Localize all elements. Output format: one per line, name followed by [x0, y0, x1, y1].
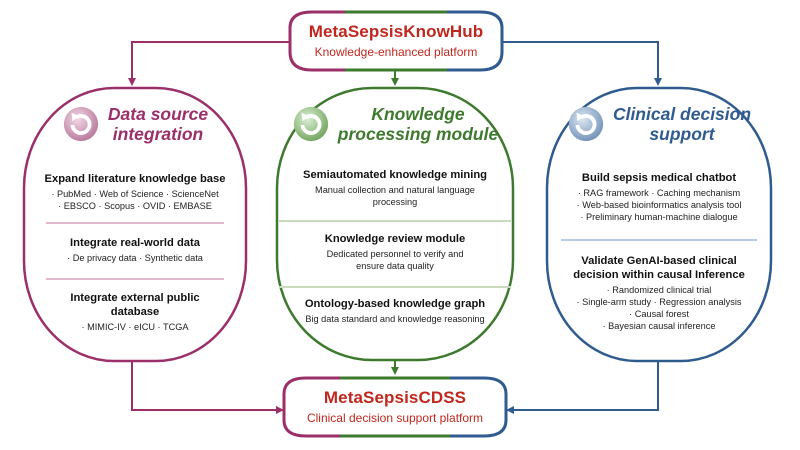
arrow-hub-to-right-panel — [502, 41, 662, 86]
section-title: Build sepsis medical chatbot — [581, 172, 737, 184]
section-title: Integrate real-world data — [70, 237, 200, 249]
clinical-decision-panel: Clinical decision support Build sepsis m… — [547, 88, 771, 361]
section-text: · Single-arm study · Regression analysis — [576, 297, 742, 307]
data-source-title-line2: integration — [112, 124, 204, 144]
section-title: Semiautomated knowledge mining — [303, 169, 487, 181]
section-text: · De privacy data · Synthetic data — [67, 253, 203, 263]
knowledge-processing-title-line2: processing module — [337, 124, 499, 144]
section-text: ensure data quality — [356, 261, 434, 271]
section-title: Ontology-based knowledge graph — [304, 298, 486, 310]
section-text: · MIMIC-IV · eICU · TCGA — [81, 322, 189, 332]
section-text: Manual collection and natural language — [315, 185, 475, 195]
clinical-decision-title-line1: Clinical decision — [612, 104, 752, 124]
public-database-section: Integrate external public database · MIM… — [24, 291, 246, 333]
data-source-title-line1: Data source — [107, 104, 209, 124]
clinical-decision-header: Clinical decision support — [547, 104, 771, 144]
cycle-arrow-icon — [63, 106, 99, 142]
cdss-subtitle: Clinical decision support platform — [306, 411, 484, 425]
bottom-hub-bracket-right — [483, 376, 508, 438]
knowledge-mining-section: Semiautomated knowledge mining Manual co… — [277, 168, 513, 208]
data-source-header: Data source integration — [24, 104, 246, 144]
section-title: Expand literature knowledge base — [44, 173, 226, 185]
section-text: · RAG framework · Caching mechanism — [577, 188, 741, 198]
knowledge-processing-title-line1: Knowledge — [371, 104, 465, 124]
right-panel-outline — [545, 86, 773, 363]
cycle-arrow-icon — [568, 106, 604, 142]
knowledge-processing-header: Knowledge processing module — [277, 104, 513, 144]
section-text: Dedicated personnel to verify and — [326, 249, 464, 259]
knowledge-processing-panel: Knowledge processing module Semiautomate… — [277, 88, 513, 360]
section-text: processing — [372, 197, 418, 207]
clinical-decision-title-line2: support — [649, 124, 715, 144]
divider — [279, 220, 511, 222]
chatbot-section: Build sepsis medical chatbot · RAG frame… — [547, 171, 771, 223]
arrow-right-panel-to-cdss — [506, 362, 659, 414]
knowhub-box: MetaSepsisKnowHub Knowledge-enhanced pla… — [300, 22, 492, 59]
knowhub-title: MetaSepsisKnowHub — [308, 22, 484, 41]
section-text: · Bayesian causal inference — [602, 321, 716, 331]
genai-validation-section: Validate GenAI-based clinical decision w… — [547, 254, 771, 332]
divider — [46, 278, 224, 280]
arrow-hub-to-left-panel — [128, 41, 290, 86]
section-title: Knowledge review module — [324, 233, 466, 245]
cycle-arrow-icon — [293, 106, 328, 142]
divider — [561, 239, 757, 241]
knowledge-review-section: Knowledge review module Dedicated person… — [277, 232, 513, 272]
divider — [46, 222, 224, 224]
left-panel-outline — [22, 86, 248, 363]
section-title: database — [110, 306, 160, 318]
section-text: · Randomized clinical trial — [606, 285, 712, 295]
section-text: · Causal forest — [629, 309, 689, 319]
real-world-section: Integrate real-world data · De privacy d… — [24, 236, 246, 264]
section-text: Big data standard and knowledge reasonin… — [305, 314, 485, 324]
section-text: · EBSCO · Scopus · OVID · EMBASE — [58, 201, 212, 211]
top-hub-bracket-left — [288, 10, 313, 72]
section-title: Integrate external public — [70, 292, 200, 304]
bottom-hub-bracket-left — [282, 376, 307, 438]
top-hub-bracket-right — [479, 10, 504, 72]
literature-section: Expand literature knowledge base · PubMe… — [24, 172, 246, 212]
middle-panel-outline — [275, 86, 515, 362]
section-text: · Web-based bioinformatics analysis tool — [576, 200, 742, 210]
cdss-title: MetaSepsisCDSS — [323, 388, 467, 407]
section-title: decision within causal Inference — [573, 269, 745, 281]
cdss-box: MetaSepsisCDSS Clinical decision support… — [294, 388, 496, 425]
section-text: · Preliminary human-machine dialogue — [580, 212, 738, 222]
data-source-panel: Data source integration Expand literatur… — [24, 88, 246, 361]
knowhub-subtitle: Knowledge-enhanced platform — [314, 45, 478, 59]
divider — [279, 286, 511, 288]
section-text: · PubMed · Web of Science · ScienceNet — [51, 189, 219, 199]
arrow-left-panel-to-cdss — [131, 362, 284, 414]
section-title: Validate GenAI-based clinical — [581, 255, 737, 267]
knowledge-graph-section: Ontology-based knowledge graph Big data … — [277, 297, 513, 325]
